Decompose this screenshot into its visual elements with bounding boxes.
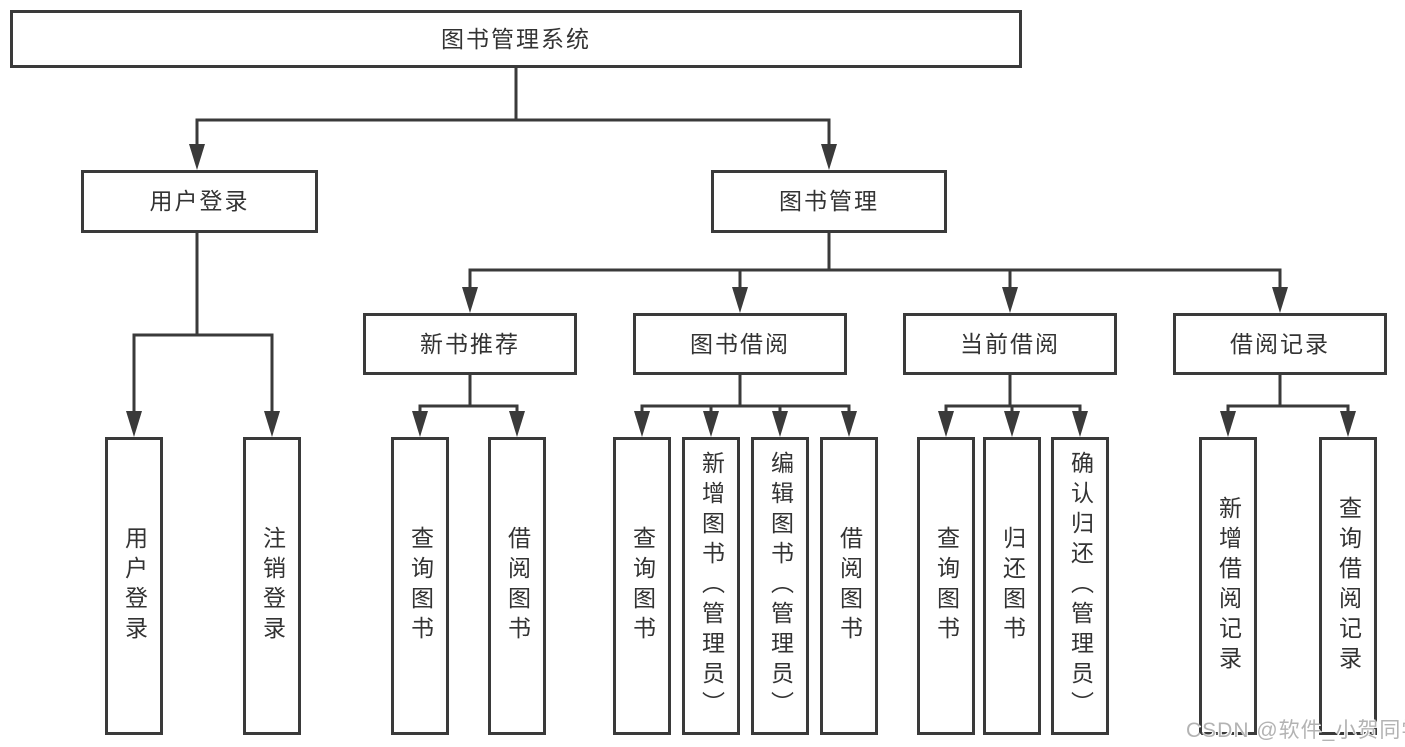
leaf-add-borrow-record: 新增借阅记录 xyxy=(1199,437,1257,735)
node-label: 确认归还（管理员） xyxy=(1067,451,1094,721)
node-label: 查询图书 xyxy=(933,526,960,646)
connector-borrow-to-leaves xyxy=(640,375,851,415)
node-current-borrowing: 当前借阅 xyxy=(903,313,1117,375)
watermark: CSDN @软件_小贺同学 xyxy=(1186,719,1405,742)
node-label: 借阅图书 xyxy=(504,526,531,646)
node-label: 编辑图书（管理员） xyxy=(767,451,794,721)
connector-root-to-level2 xyxy=(195,68,831,150)
leaf-add-book-admin: 新增图书（管理员） xyxy=(682,437,740,735)
connector-current-to-leaves xyxy=(944,375,1082,415)
node-new-book-recommendation: 新书推荐 xyxy=(363,313,577,375)
arrowhead-icon xyxy=(841,411,857,437)
node-label: 查询图书 xyxy=(407,526,434,646)
node-label: 新增图书（管理员） xyxy=(698,451,725,721)
arrowhead-icon xyxy=(732,287,748,313)
arrowhead-icon xyxy=(1340,411,1356,437)
arrowhead-icon xyxy=(938,411,954,437)
leaf-borrow-books-recommend: 借阅图书 xyxy=(488,437,546,735)
arrowhead-icon xyxy=(189,144,205,170)
connector-newbook-to-leaves xyxy=(418,375,519,415)
arrowhead-icon xyxy=(634,411,650,437)
node-label: 新书推荐 xyxy=(420,330,520,357)
node-label: 图书管理系统 xyxy=(441,25,591,52)
arrowhead-icon xyxy=(1272,287,1288,313)
connector-bookmgmt-to-level3 xyxy=(468,233,1282,291)
leaf-edit-book-admin: 编辑图书（管理员） xyxy=(751,437,809,735)
arrowhead-icon xyxy=(772,411,788,437)
leaf-logout: 注销登录 xyxy=(243,437,301,735)
node-label: 当前借阅 xyxy=(960,330,1060,357)
arrowhead-icon xyxy=(1072,411,1088,437)
arrowhead-icon xyxy=(1002,287,1018,313)
node-label: 借阅记录 xyxy=(1230,330,1330,357)
node-label: 新增借阅记录 xyxy=(1215,496,1242,676)
connector-userlogin-to-leaves xyxy=(132,233,274,415)
leaf-query-borrow-record: 查询借阅记录 xyxy=(1319,437,1377,735)
node-label: 图书管理 xyxy=(779,188,879,214)
node-book-management: 图书管理 xyxy=(711,170,947,233)
leaf-query-books-recommend: 查询图书 xyxy=(391,437,449,735)
arrowhead-icon xyxy=(264,411,280,437)
arrowhead-icon xyxy=(703,411,719,437)
arrowhead-icon xyxy=(1004,411,1020,437)
leaf-confirm-return-admin: 确认归还（管理员） xyxy=(1051,437,1109,735)
node-label: 查询图书 xyxy=(629,526,656,646)
leaf-borrow-books-borrowing: 借阅图书 xyxy=(820,437,878,735)
arrowhead-icon xyxy=(821,144,837,170)
arrowhead-icon xyxy=(462,287,478,313)
arrowhead-icon xyxy=(509,411,525,437)
node-label: 归还图书 xyxy=(999,526,1026,646)
arrowhead-icon xyxy=(1220,411,1236,437)
arrowhead-icon xyxy=(412,411,428,437)
arrowheads xyxy=(126,144,1356,437)
node-book-borrowing: 图书借阅 xyxy=(633,313,847,375)
arrowhead-icon xyxy=(126,411,142,437)
leaf-user-login: 用户登录 xyxy=(105,437,163,735)
node-label: 注销登录 xyxy=(259,526,286,646)
node-label: 用户登录 xyxy=(149,188,250,214)
node-label: 图书借阅 xyxy=(690,330,790,357)
leaf-query-books-current: 查询图书 xyxy=(917,437,975,735)
node-label: 借阅图书 xyxy=(836,526,863,646)
node-label: 查询借阅记录 xyxy=(1335,496,1362,676)
node-user-login: 用户登录 xyxy=(81,170,318,233)
connector-records-to-leaves xyxy=(1226,375,1350,415)
leaf-return-book: 归还图书 xyxy=(983,437,1041,735)
node-library-management-system: 图书管理系统 xyxy=(10,10,1022,68)
leaf-query-books-borrowing: 查询图书 xyxy=(613,437,671,735)
node-borrowing-records: 借阅记录 xyxy=(1173,313,1387,375)
node-label: 用户登录 xyxy=(121,526,148,646)
